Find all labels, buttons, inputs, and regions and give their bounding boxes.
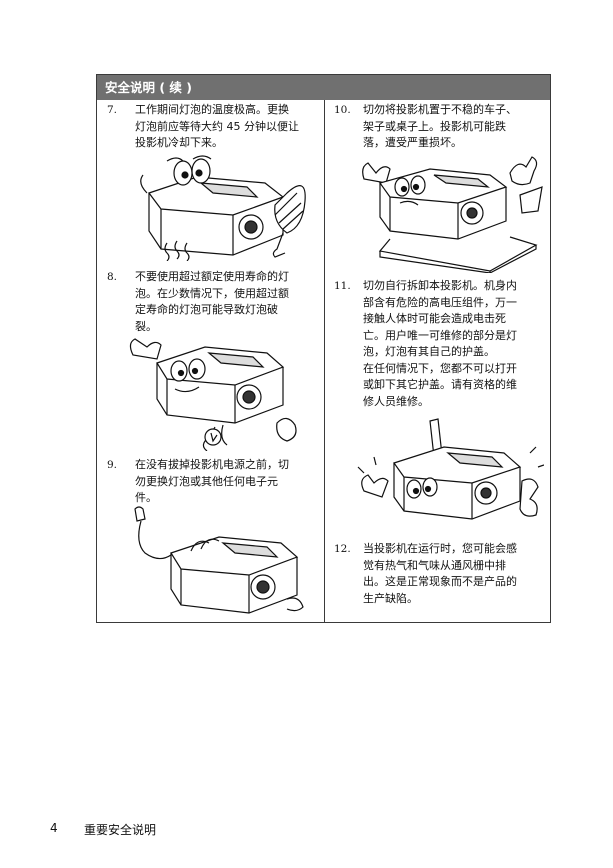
safety-table: 安全说明 ( 续 ) 7. 工作期间灯泡的温度极高。更换 灯泡前应等待大约 45…	[96, 74, 551, 623]
column-divider	[324, 100, 325, 623]
disassembly-warning-projector-illustration	[357, 418, 544, 520]
expired-lamp-projector-illustration	[129, 338, 297, 451]
page-number: 4	[50, 821, 58, 835]
item-text: 切勿自行拆卸本投影机。机身内 部含有危险的高电压组件，万一 接触人体时可能会造成…	[363, 279, 517, 408]
item-number: 7.	[107, 104, 118, 116]
unstable-cart-projector-illustration	[362, 156, 543, 273]
item-text: 不要使用超过额定使用寿命的灯 泡。在少数情况下，使用超过额 定寿命的灯泡可能导致…	[135, 270, 289, 333]
item-number: 8.	[107, 271, 118, 283]
item-number: 9.	[107, 459, 118, 471]
item-text: 当投影机在运行时，您可能会感 觉有热气和气味从通风栅中排 出。这是正常现象而不是…	[363, 542, 517, 605]
item-number: 12.	[334, 543, 351, 555]
item-text: 在没有拔掉投影机电源之前，切 勿更换灯泡或其他任何电子元 件。	[135, 458, 289, 504]
section-title: 重要安全说明	[84, 823, 157, 837]
hot-lamp-projector-illustration	[140, 155, 306, 261]
item-text: 工作期间灯泡的温度极高。更换 灯泡前应等待大约 45 分钟以便让 投影机冷却下来…	[135, 103, 299, 149]
item-number: 11.	[334, 280, 351, 292]
unplugged-projector-illustration	[134, 506, 304, 614]
item-number: 10.	[334, 104, 351, 116]
table-header: 安全说明 ( 续 )	[97, 75, 550, 100]
item-text: 切勿将投影机置于不稳的车子、 架子或桌子上。投影机可能跌 落，遭受严重损坏。	[363, 103, 517, 149]
